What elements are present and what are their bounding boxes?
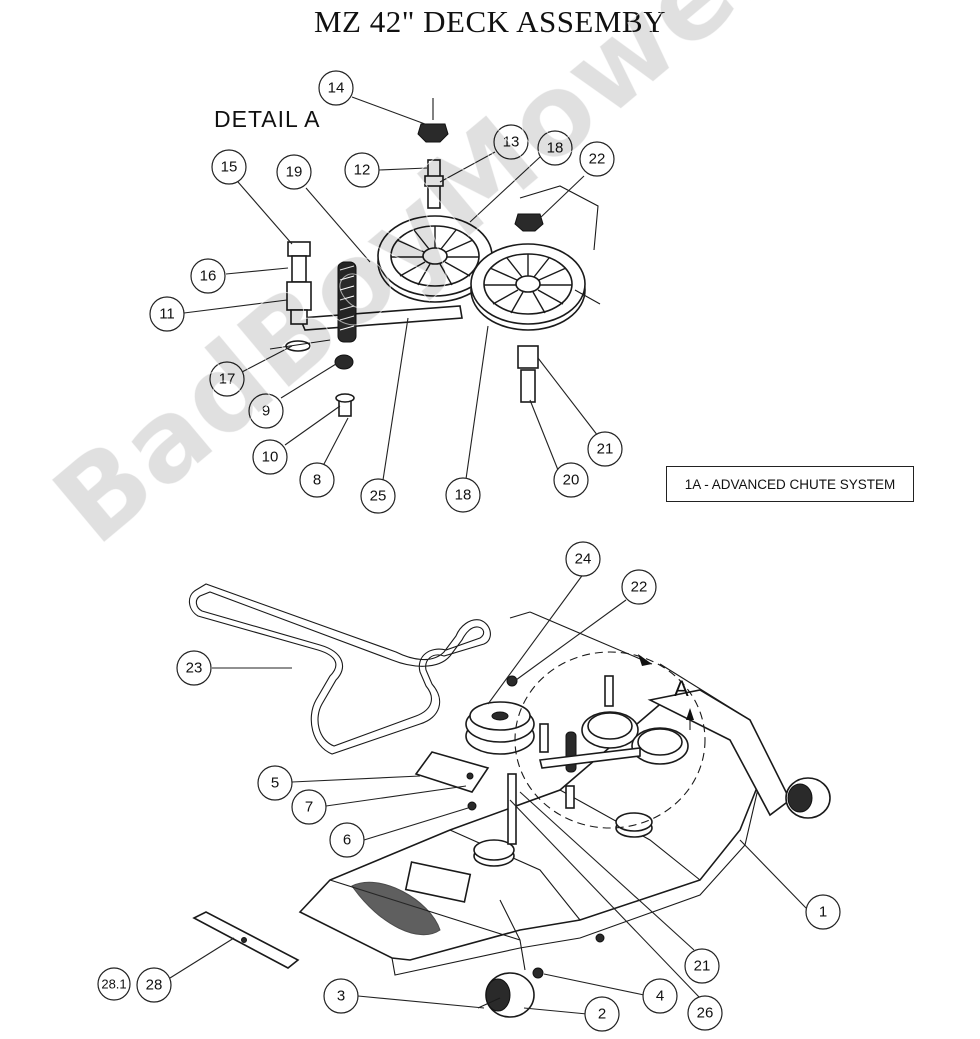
svg-text:22: 22: [631, 579, 648, 596]
callout-14: 14: [318, 70, 354, 106]
svg-text:21: 21: [694, 958, 711, 975]
drive-pulley: [465, 701, 535, 755]
svg-text:19: 19: [286, 164, 303, 181]
callout-22: 22: [579, 141, 615, 177]
tension-spring: [337, 261, 357, 343]
callout-12: 12: [344, 152, 380, 188]
svg-text:8: 8: [313, 472, 321, 489]
callout-16: 16: [190, 258, 226, 294]
svg-text:26: 26: [697, 1005, 714, 1022]
callout-2: 2: [584, 996, 620, 1032]
callout-13: 13: [493, 124, 529, 160]
callout-18: 18: [537, 130, 573, 166]
svg-text:22: 22: [589, 151, 606, 168]
svg-text:14: 14: [328, 80, 345, 97]
leader-lines: [169, 96, 807, 1015]
callout-20: 20: [553, 462, 589, 498]
callout-26: 26: [687, 995, 723, 1031]
callout-22b: 22: [621, 569, 657, 605]
svg-text:23: 23: [186, 660, 203, 677]
svg-text:11: 11: [159, 306, 175, 323]
svg-text:28: 28: [146, 977, 163, 994]
svg-text:21: 21: [597, 441, 614, 458]
callout-18b: 18: [445, 477, 481, 513]
idler-pulley-right: [470, 243, 586, 331]
svg-text:4: 4: [656, 988, 664, 1005]
detail-a-drawing: [269, 98, 601, 417]
detail-marker-a: A: [674, 676, 689, 701]
svg-text:28.1: 28.1: [101, 977, 126, 992]
svg-text:25: 25: [370, 488, 387, 505]
svg-text:20: 20: [563, 472, 580, 489]
svg-text:3: 3: [337, 988, 345, 1005]
callout-1: 1: [805, 894, 841, 930]
callout-21b: 21: [684, 948, 720, 984]
svg-text:17: 17: [219, 371, 236, 388]
svg-text:9: 9: [262, 403, 270, 420]
detail-a-label: DETAIL A: [214, 106, 321, 132]
callout-5: 5: [257, 765, 293, 801]
svg-text:1: 1: [819, 904, 827, 921]
callout-25: 25: [360, 478, 396, 514]
callout-4: 4: [642, 978, 678, 1014]
callout-17: 17: [209, 361, 245, 397]
svg-text:7: 7: [305, 799, 313, 816]
drive-belt: [188, 583, 491, 755]
svg-text:6: 6: [343, 832, 351, 849]
svg-text:18: 18: [547, 140, 564, 157]
callout-28-1: 28.1: [97, 967, 131, 1001]
callout-10: 10: [252, 439, 288, 475]
svg-text:2: 2: [598, 1006, 606, 1023]
callout-28: 28: [136, 967, 172, 1003]
svg-text:10: 10: [262, 449, 279, 466]
svg-text:15: 15: [221, 159, 238, 176]
svg-text:12: 12: [354, 162, 371, 179]
callout-9: 9: [248, 393, 284, 429]
svg-text:13: 13: [503, 134, 520, 151]
callout-8: 8: [299, 462, 335, 498]
diagram-title: MZ 42" DECK ASSEMBY: [313, 4, 666, 39]
idler-pulley-left: [377, 215, 493, 303]
svg-text:24: 24: [575, 551, 592, 568]
svg-text:5: 5: [271, 775, 279, 792]
callout-21: 21: [587, 431, 623, 467]
callout-23: 23: [176, 650, 212, 686]
callout-24: 24: [565, 541, 601, 577]
svg-text:18: 18: [455, 487, 472, 504]
callout-15: 15: [211, 149, 247, 185]
callout-11: 11: [149, 296, 185, 332]
deck-assembly-drawing: [188, 583, 831, 1018]
advanced-chute-system-note: 1A - ADVANCED CHUTE SYSTEM: [666, 466, 914, 502]
callout-7: 7: [291, 789, 327, 825]
callout-19: 19: [276, 154, 312, 190]
svg-text:16: 16: [200, 268, 217, 285]
callout-3: 3: [323, 978, 359, 1014]
callout-6: 6: [329, 822, 365, 858]
